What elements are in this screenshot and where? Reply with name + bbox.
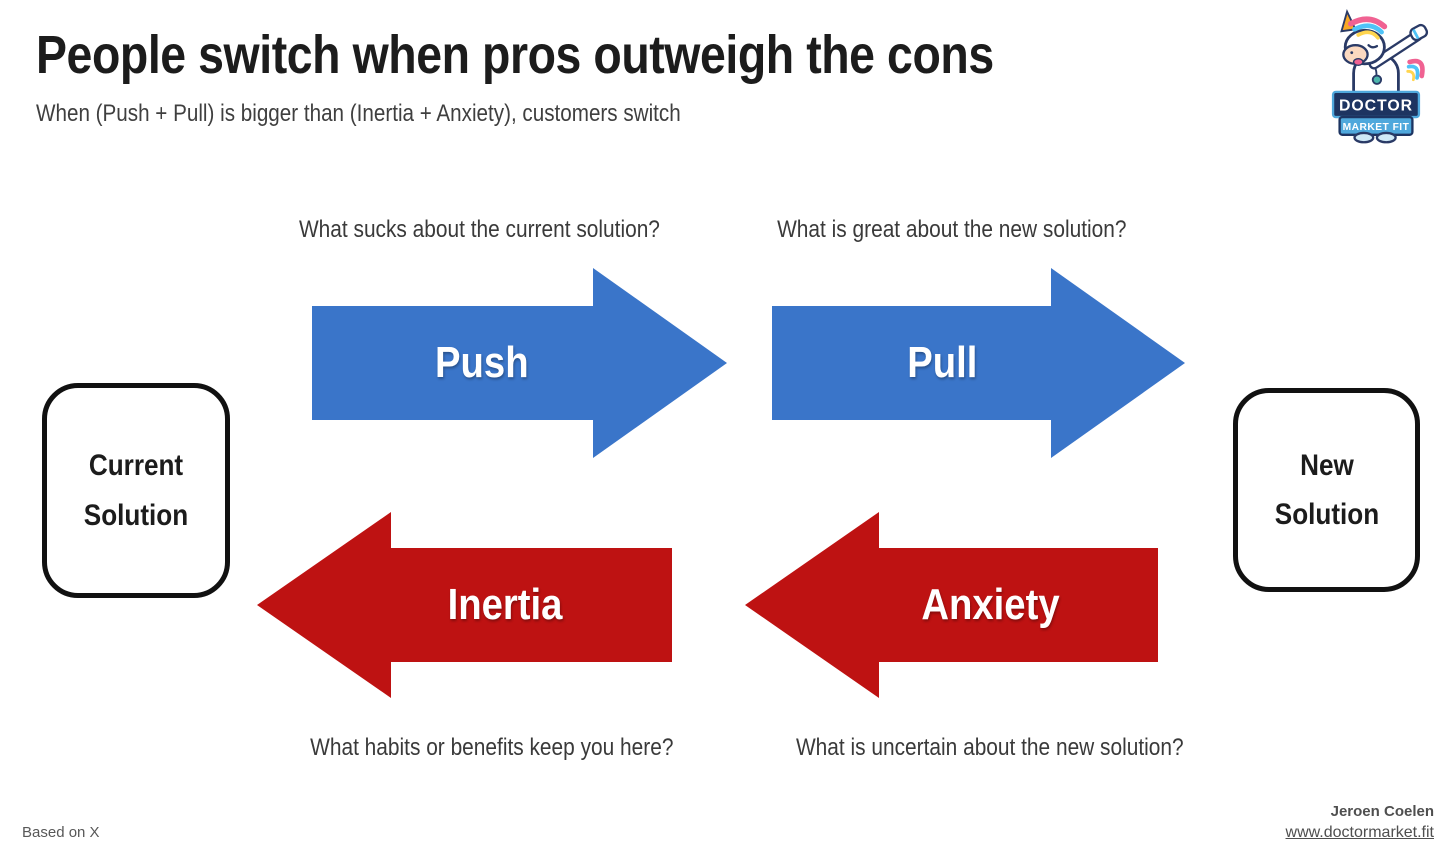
question-pull: What is great about the new solution? xyxy=(777,216,1127,243)
question-push: What sucks about the current solution? xyxy=(298,216,660,243)
logo-banner-doctor: DOCTOR xyxy=(1331,90,1421,119)
push-arrow-label: Push xyxy=(435,338,529,387)
credits: Jeroen Coelen www.doctormarket.fit xyxy=(1286,802,1434,844)
svg-text:DOCTOR: DOCTOR xyxy=(1339,98,1413,115)
page-title: People switch when pros outweigh the con… xyxy=(36,25,994,85)
current-solution-box: Current Solution xyxy=(42,383,230,598)
author-name: Jeroen Coelen xyxy=(1330,803,1434,820)
question-inertia: What habits or benefits keep you here? xyxy=(310,734,674,761)
inertia-arrow-label: Inertia xyxy=(447,580,563,629)
anxiety-arrow xyxy=(745,512,1158,698)
logo-banner-market-fit: MARKET FIT xyxy=(1338,115,1414,136)
brand-logo: DOCTOR MARKET FIT xyxy=(1320,6,1432,146)
attribution-note: Based on X xyxy=(22,824,100,841)
new-solution-box: New Solution xyxy=(1233,388,1420,592)
anxiety-arrow-label: Anxiety xyxy=(920,580,1060,629)
page-subtitle: When (Push + Pull) is bigger than (Inert… xyxy=(36,100,681,127)
pull-arrow xyxy=(772,268,1185,458)
push-arrow xyxy=(312,268,727,458)
website-link[interactable]: www.doctormarket.fit xyxy=(1285,824,1434,842)
unicorn-mascot-icon: DOCTOR MARKET FIT xyxy=(1331,8,1429,144)
question-anxiety: What is uncertain about the new solution… xyxy=(796,734,1184,761)
svg-text:MARKET FIT: MARKET FIT xyxy=(1343,122,1410,133)
inertia-arrow xyxy=(257,512,672,698)
pull-arrow-label: Pull xyxy=(906,338,978,387)
